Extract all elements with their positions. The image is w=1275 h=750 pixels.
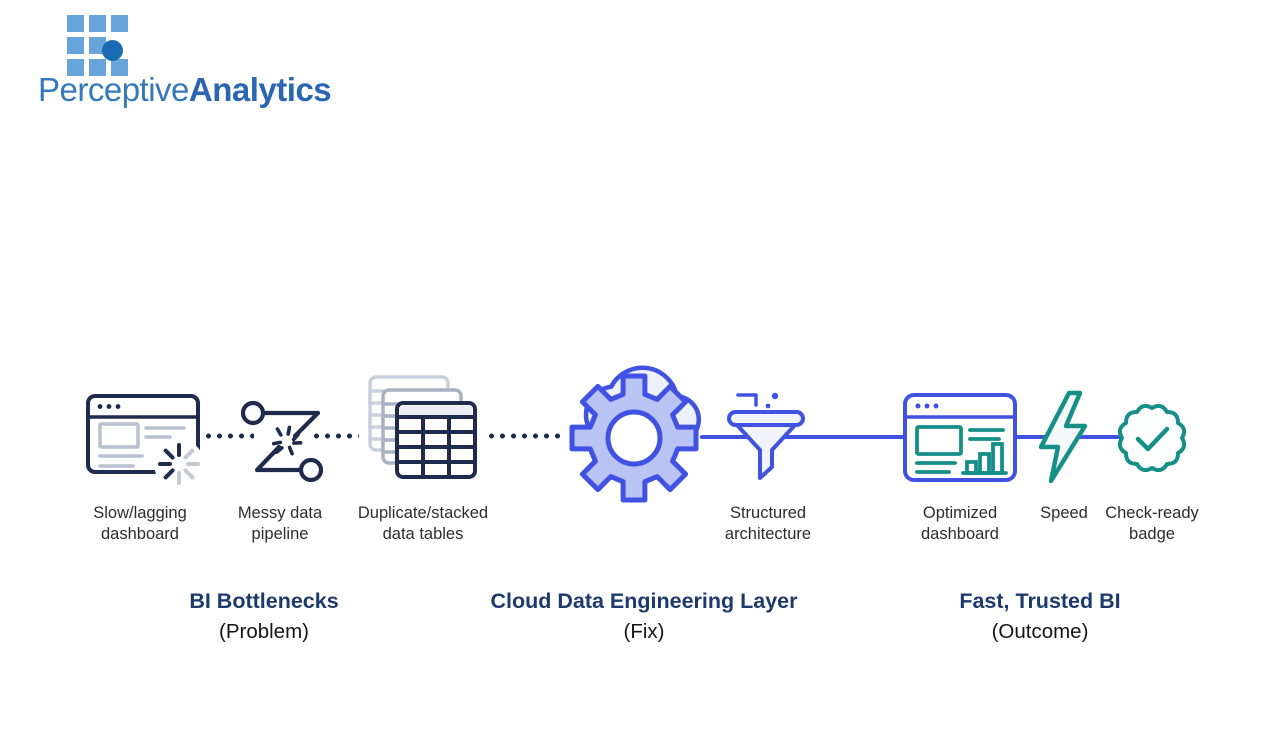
lightning-icon <box>1038 390 1088 484</box>
caption-line: Messy data <box>237 504 323 522</box>
section-subtitle: (Outcome) <box>991 620 1089 643</box>
logo-square <box>89 59 106 76</box>
logo-grid-icon <box>67 15 137 85</box>
logo-square <box>67 59 84 76</box>
icon-caption: Speed <box>974 503 1154 524</box>
section-header-fix: Cloud Data Engineering Layer (Fix) <box>454 586 834 647</box>
section-title: Cloud Data Engineering Layer <box>490 589 798 613</box>
icon-caption: Duplicate/stacked data tables <box>333 503 513 545</box>
caption-line: dashboard <box>921 525 999 543</box>
section-subtitle: (Problem) <box>219 620 309 643</box>
section-subtitle: (Fix) <box>623 620 665 643</box>
caption-line: Optimized <box>922 504 998 522</box>
section-title: Fast, Trusted BI <box>959 589 1121 613</box>
logo-dot-icon <box>102 40 123 61</box>
logo-square <box>111 15 128 32</box>
brand-name-light: Perceptive <box>38 71 189 108</box>
caption-line: Speed <box>1040 504 1088 522</box>
messy-pipeline-icon <box>240 400 324 483</box>
caption-line: badge <box>1129 525 1175 543</box>
section-header-problem: BI Bottlenecks (Problem) <box>74 586 454 647</box>
logo-square <box>89 37 106 54</box>
optimized-dashboard-icon <box>903 393 1017 482</box>
icon-caption: Slow/lagging dashboard <box>50 503 230 545</box>
cloud-gear-icon <box>569 365 702 503</box>
section-header-outcome: Fast, Trusted BI (Outcome) <box>850 586 1230 647</box>
brand-name: PerceptiveAnalytics <box>38 71 332 108</box>
logo-square <box>67 15 84 32</box>
check-badge-icon <box>1117 403 1187 473</box>
funnel-icon <box>727 392 805 480</box>
slow-dashboard-icon <box>86 394 204 489</box>
dotted-connector <box>486 433 566 439</box>
dotted-connector <box>311 433 359 439</box>
logo-square <box>67 37 84 54</box>
icon-caption: Messy data pipeline <box>190 503 370 545</box>
icon-caption: Optimized dashboard <box>870 503 1050 545</box>
logo-square <box>89 15 106 32</box>
icon-caption: Structured architecture <box>678 503 858 545</box>
logo-square <box>111 59 128 76</box>
icon-caption: Check-ready badge <box>1062 503 1242 545</box>
caption-line: Check-ready <box>1105 504 1199 522</box>
caption-line: Slow/lagging <box>93 504 187 522</box>
caption-line: pipeline <box>251 525 309 543</box>
caption-line: Structured <box>729 504 807 522</box>
caption-line: architecture <box>724 525 812 543</box>
caption-line: Duplicate/stacked <box>357 504 489 522</box>
caption-line: dashboard <box>101 525 179 543</box>
section-title: BI Bottlenecks <box>189 589 339 613</box>
dotted-connector <box>203 433 254 439</box>
stacked-tables-icon <box>368 375 477 479</box>
caption-line: data tables <box>382 525 464 543</box>
brand-name-bold: Analytics <box>188 71 332 108</box>
